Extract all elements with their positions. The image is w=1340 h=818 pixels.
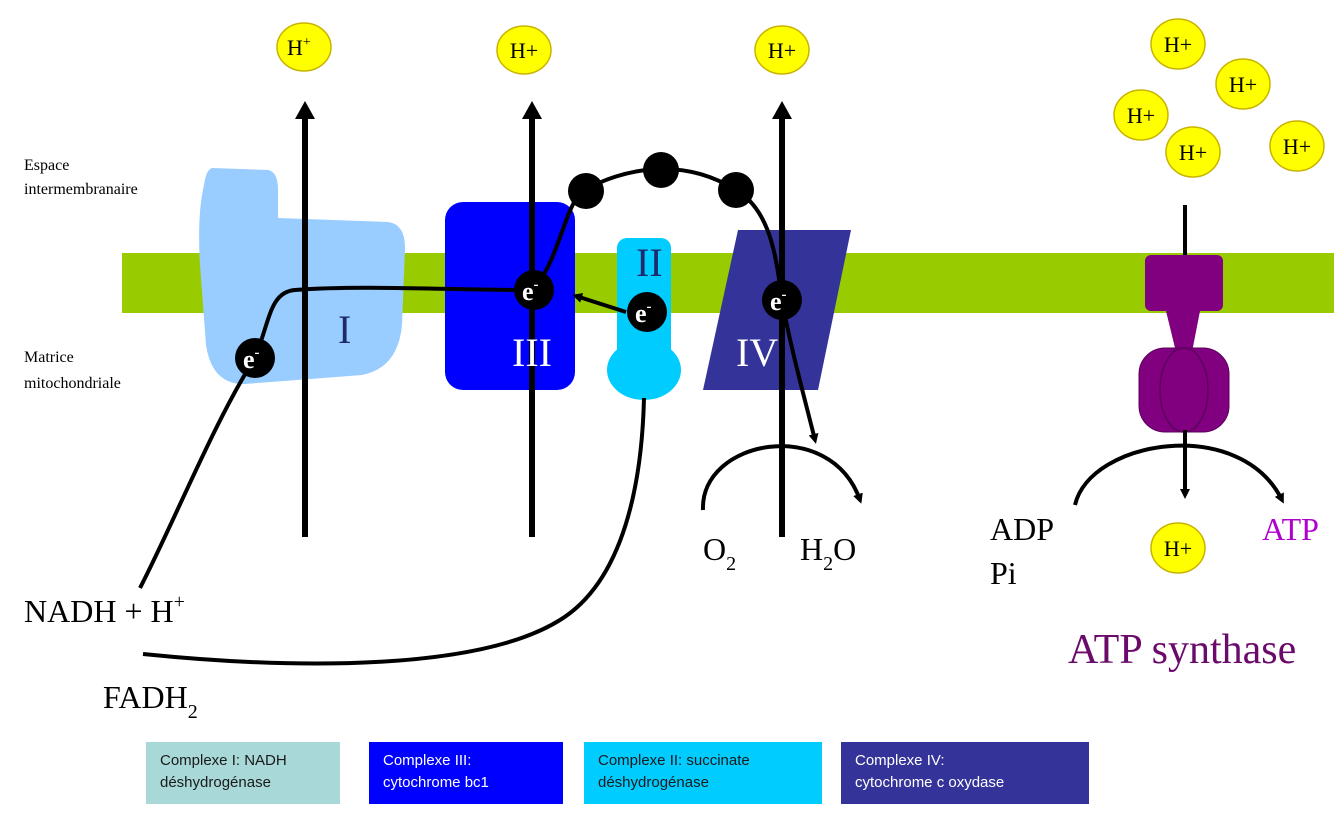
legend-complex-2-line2: déshydrogénase [598, 774, 709, 791]
complex-2-bulb [607, 340, 681, 400]
svg-text:H+: H+ [1127, 103, 1155, 128]
svg-text:e-: e- [243, 345, 260, 374]
legend-complex-1: Complexe I: NADH déshydrogénase [146, 742, 340, 804]
proton-badge-c4: H+ [754, 25, 810, 75]
legend-complex-2-line1: Complexe II: succinate [598, 752, 750, 769]
adp-label: ADP [990, 511, 1054, 547]
oxygen-reduction-arc [700, 444, 863, 511]
matrix-label-1: Matrice [24, 349, 74, 366]
svg-text:H+: H+ [1164, 536, 1192, 561]
svg-text:e-: e- [522, 277, 539, 306]
proton-cluster-2: H+ [1215, 58, 1271, 110]
complex-2-label: II [636, 240, 663, 285]
intermembrane-label-1: Espace [24, 157, 69, 174]
cytochrome-c-dot-3 [718, 172, 754, 208]
svg-text:H+: H+ [1164, 32, 1192, 57]
atp-synthase-label: ATP synthase [1068, 627, 1296, 673]
electron-c3: e- [514, 270, 554, 310]
atp-label: ATP [1262, 511, 1319, 547]
svg-text:e-: e- [770, 287, 787, 316]
complex-3-label: III [512, 330, 552, 375]
svg-text:H+: H+ [1229, 72, 1257, 97]
atp-synthase-stalk [1166, 311, 1200, 352]
legend-complex-2: Complexe II: succinate déshydrogénase [584, 742, 822, 804]
atp-synthase-f0 [1145, 255, 1223, 311]
legend-complex-1-line2: déshydrogénase [160, 774, 271, 791]
svg-text:H+: H+ [287, 35, 311, 60]
nadh-electron-path [138, 285, 533, 589]
proton-cluster-4: H+ [1165, 126, 1221, 178]
complex-4-label: IV [736, 330, 778, 375]
intermembrane-label-2: intermembranaire [24, 181, 138, 198]
fadh2-label: FADH2 [103, 679, 198, 723]
atp-synthase-f1 [1138, 347, 1230, 433]
legend-complex-3-line1: Complexe III: [383, 752, 472, 769]
proton-badge-c3: H+ [496, 25, 552, 75]
legend-complex-3: Complexe III: cytochrome bc1 [369, 742, 563, 804]
legend-complex-4-line2: cytochrome c oxydase [855, 774, 1005, 791]
o2-label: O2 [703, 531, 736, 575]
svg-text:H+: H+ [1283, 134, 1311, 159]
cytochrome-c-dot-2 [643, 152, 679, 188]
c2-to-c3-arrow [572, 293, 627, 314]
pi-label: Pi [990, 555, 1017, 591]
complex-3-shape [445, 202, 575, 390]
legend-complex-3-line2: cytochrome bc1 [383, 774, 489, 791]
electron-c2: e- [627, 292, 667, 332]
adp-to-atp-arc [1073, 443, 1284, 506]
proton-cluster-3: H+ [1113, 89, 1169, 141]
legend-complex-4: Complexe IV: cytochrome c oxydase [841, 742, 1089, 804]
svg-text:H+: H+ [768, 38, 796, 63]
complex-1-label: I [338, 307, 351, 352]
legend-complex-4-line1: Complexe IV: [855, 752, 945, 769]
svg-text:H+: H+ [1179, 140, 1207, 165]
nadh-label: NADH + H+ [24, 591, 185, 629]
proton-badge-c1: H+ [276, 22, 332, 72]
proton-badge-atp-bottom: H+ [1150, 522, 1206, 574]
svg-text:e-: e- [635, 299, 652, 328]
proton-cluster-1: H+ [1150, 18, 1206, 70]
matrix-label-2: mitochondriale [24, 375, 121, 392]
proton-cluster-5: H+ [1269, 120, 1325, 172]
cytochrome-c-dot-1 [568, 173, 604, 209]
electron-c4: e- [762, 280, 802, 320]
svg-text:H+: H+ [510, 38, 538, 63]
legend-complex-1-line1: Complexe I: NADH [160, 752, 287, 769]
fadh-electron-path [142, 397, 646, 666]
h2o-label: H2O [800, 531, 856, 575]
electron-c1: e- [235, 338, 275, 378]
